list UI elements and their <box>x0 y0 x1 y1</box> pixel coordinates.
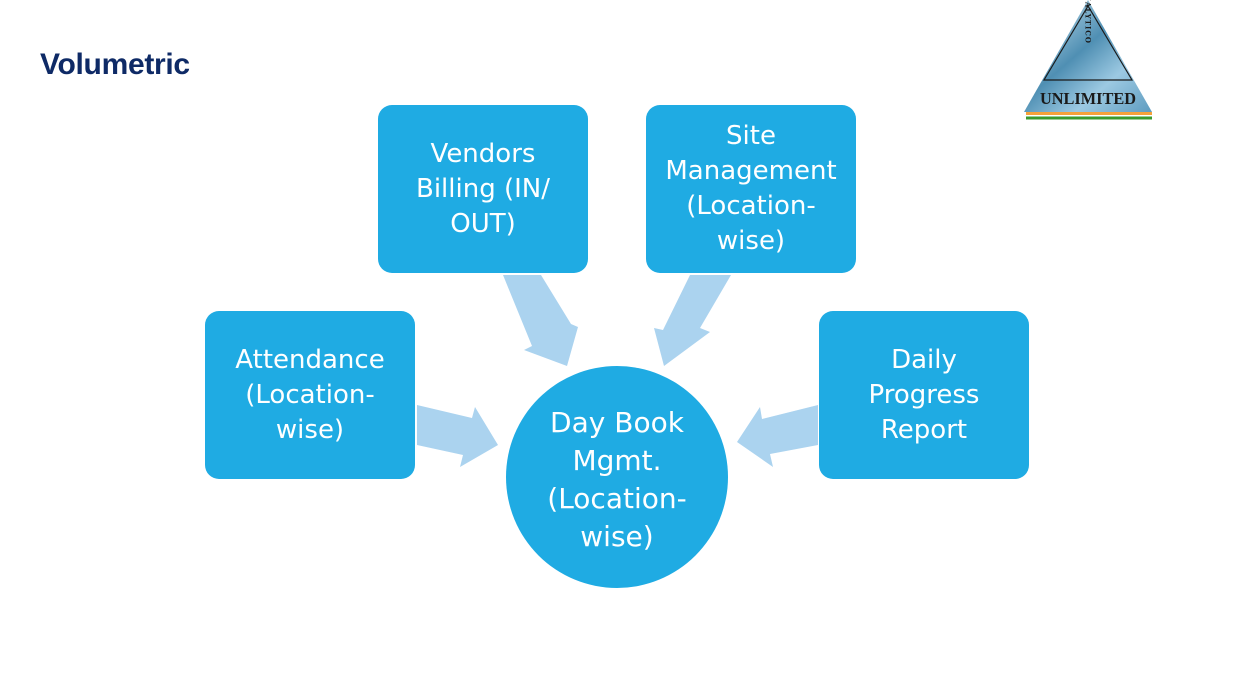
node-daily-progress-report: Daily Progress Report <box>819 311 1029 479</box>
node-day-book-center-label: Day Book Mgmt. (Location- wise) <box>547 406 687 553</box>
triangle-logo-icon <box>1024 0 1152 112</box>
logo-green-stripe <box>1026 116 1152 120</box>
node-site-management-label: Site Management (Location- wise) <box>665 121 837 256</box>
company-logo: ANALYTICO UNLIMITED <box>1024 0 1152 120</box>
arrow-dpr-to-center <box>737 405 818 467</box>
node-site-management: Site Management (Location- wise) <box>646 105 856 273</box>
node-attendance-label: Attendance (Location- wise) <box>235 344 385 445</box>
node-vendors-billing: Vendors Billing (IN/ OUT) <box>378 105 588 273</box>
logo-orange-stripe <box>1026 112 1152 115</box>
logo-white-stripe <box>1026 115 1152 117</box>
arrow-site-to-center <box>654 275 731 366</box>
logo-vertical-text: ANALYTICO <box>1084 0 1093 44</box>
node-vendors-billing-label: Vendors Billing (IN/ OUT) <box>416 138 550 239</box>
arrow-attendance-to-center <box>417 405 498 467</box>
node-day-book-center: Day Book Mgmt. (Location- wise) <box>506 366 728 588</box>
slide-title: Volumetric <box>40 48 190 81</box>
node-daily-progress-report-label: Daily Progress Report <box>868 344 980 445</box>
node-attendance: Attendance (Location- wise) <box>205 311 415 479</box>
logo-main-text: UNLIMITED <box>1040 89 1136 108</box>
arrow-vendors-to-center <box>503 275 578 366</box>
